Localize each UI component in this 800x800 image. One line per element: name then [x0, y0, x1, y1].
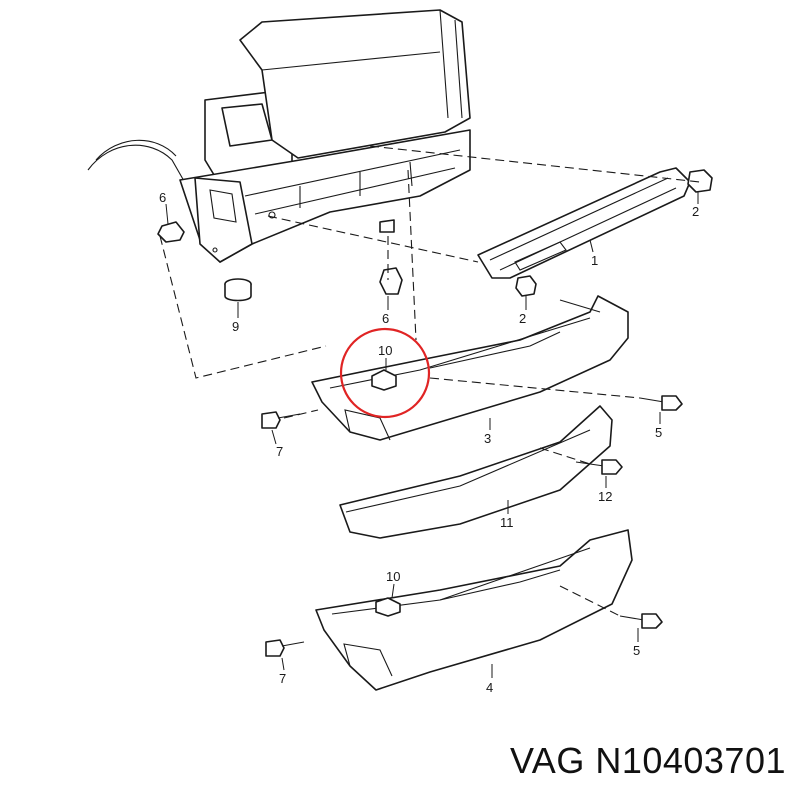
- screw-part-5-lower: [619, 613, 663, 629]
- callout-1: 1: [591, 253, 598, 268]
- spoiler-trim-part-11: [339, 405, 613, 539]
- clip-part-10-upper: [371, 369, 397, 391]
- callout-6-left: 6: [159, 190, 166, 205]
- part-number-caption: VAG N10403701: [509, 740, 786, 781]
- callout-9: 9: [232, 319, 239, 334]
- screw-part-12: [575, 459, 623, 475]
- grommet-part-9: [224, 278, 252, 302]
- clip-part-6-left: [157, 221, 185, 243]
- callout-4: 4: [486, 680, 493, 695]
- callout-10-lower: 10: [386, 569, 400, 584]
- screw-part-7-upper: [261, 411, 301, 429]
- highlight-circle: [339, 327, 431, 419]
- callout-5-upper: 5: [655, 425, 662, 440]
- callout-12: 12: [598, 489, 612, 504]
- leader-lines: [165, 192, 699, 678]
- callout-3: 3: [484, 431, 491, 446]
- callout-2-lower: 2: [519, 311, 526, 326]
- bumper-cover-part-3: [311, 295, 629, 441]
- callout-7-upper: 7: [276, 444, 283, 459]
- callout-2-upper: 2: [692, 204, 699, 219]
- clip-part-10-lower: [375, 597, 401, 617]
- callout-10-upper: 10: [378, 343, 392, 358]
- impact-bar-part-1: [477, 167, 691, 279]
- vehicle-rear-body: [87, 9, 471, 263]
- screw-part-5-upper: [639, 395, 683, 411]
- callout-6-center: 6: [382, 311, 389, 326]
- callout-5-lower: 5: [633, 643, 640, 658]
- nut-part-2-lower: [515, 275, 537, 297]
- bumper-cover-part-4: [315, 529, 633, 691]
- screw-part-7-lower: [265, 639, 305, 657]
- clip-part-6-center: [379, 219, 403, 295]
- assembly-lines: [159, 145, 701, 617]
- callout-labels: 1 2 2 3 4 5 5 6 6 7 7 9 10 10 11 12: [159, 190, 699, 695]
- callout-7-lower: 7: [279, 671, 286, 686]
- callout-11: 11: [500, 515, 514, 530]
- nut-part-2-upper: [687, 169, 713, 193]
